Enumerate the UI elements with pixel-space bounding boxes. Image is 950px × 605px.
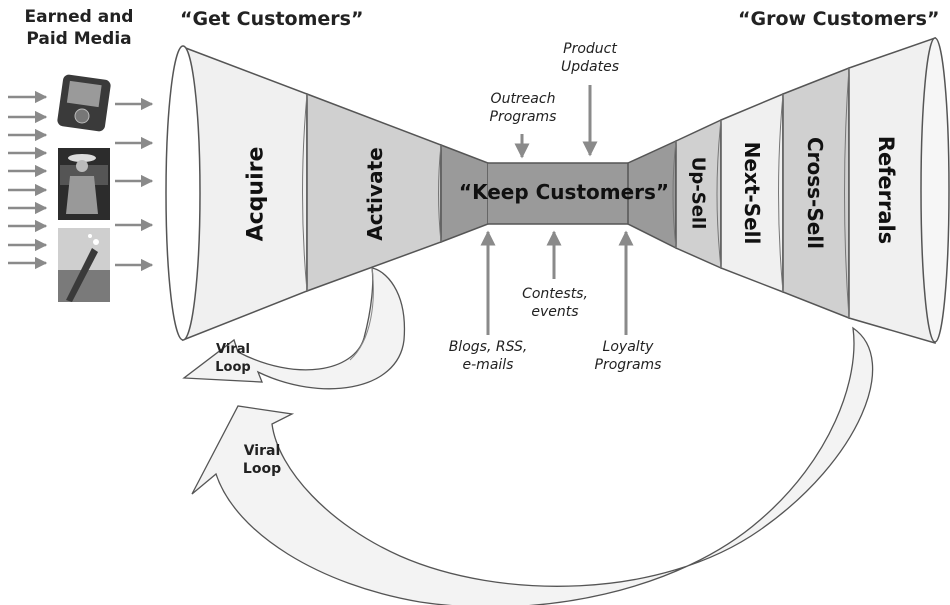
stage-upsell: Up-Sell — [687, 156, 709, 230]
outreach-line2: Programs — [489, 109, 557, 125]
stage-activate: Activate — [363, 147, 387, 241]
contests-line1: Contests, — [522, 286, 588, 302]
earned-paid-line1: Earned and — [24, 7, 134, 27]
get-customers-title: “Get Customers” — [180, 8, 364, 30]
right-funnel — [627, 36, 950, 344]
stage-acquire: Acquire — [243, 146, 269, 242]
small-viral-line1: Viral — [216, 342, 250, 357]
champagne-photo-icon — [58, 228, 110, 302]
large-viral-loop-arrow — [191, 326, 874, 605]
earned-paid-media-title: Earned and Paid Media — [4, 6, 154, 50]
loyalty-line2: Programs — [594, 357, 662, 373]
contests-line2: events — [531, 304, 579, 320]
top-input-arrows — [514, 85, 598, 159]
media-to-funnel-arrows — [115, 97, 154, 272]
loyalty-programs-label: Loyalty Programs — [582, 338, 674, 374]
keep-customers-neck — [488, 163, 628, 224]
blogs-line2: e-mails — [462, 357, 514, 373]
product-updates-line2: Updates — [561, 59, 619, 75]
loyalty-line1: Loyalty — [602, 339, 654, 355]
blogs-rss-emails-label: Blogs, RSS, e-mails — [440, 338, 536, 374]
music-player-icon — [57, 74, 111, 132]
product-updates-label: Product Updates — [548, 40, 632, 76]
small-viral-line2: Loop — [215, 360, 251, 375]
grow-customers-title: “Grow Customers” — [738, 8, 940, 30]
earned-paid-line2: Paid Media — [26, 29, 132, 49]
contests-events-label: Contests, events — [512, 285, 598, 321]
outreach-programs-label: Outreach Programs — [478, 90, 568, 126]
large-viral-line2: Loop — [242, 461, 282, 477]
stage-nextsell: Next-Sell — [740, 141, 764, 245]
stage-referrals: Referrals — [874, 135, 898, 245]
small-viral-loop-arrow — [182, 267, 406, 390]
bottom-input-arrows — [480, 230, 634, 335]
stage-keep-customers: “Keep Customers” — [458, 180, 670, 204]
incoming-arrows-left — [8, 90, 48, 270]
left-funnel — [165, 45, 489, 342]
small-viral-loop-label: Viral Loop — [208, 341, 258, 377]
outreach-line1: Outreach — [490, 91, 556, 107]
blogs-line1: Blogs, RSS, — [448, 339, 528, 355]
product-updates-line1: Product — [563, 41, 617, 57]
cowboy-photo-icon — [58, 148, 110, 220]
large-viral-line1: Viral — [243, 443, 281, 459]
stage-crosssell: Cross-Sell — [803, 136, 827, 250]
large-viral-loop-label: Viral Loop — [232, 442, 292, 478]
